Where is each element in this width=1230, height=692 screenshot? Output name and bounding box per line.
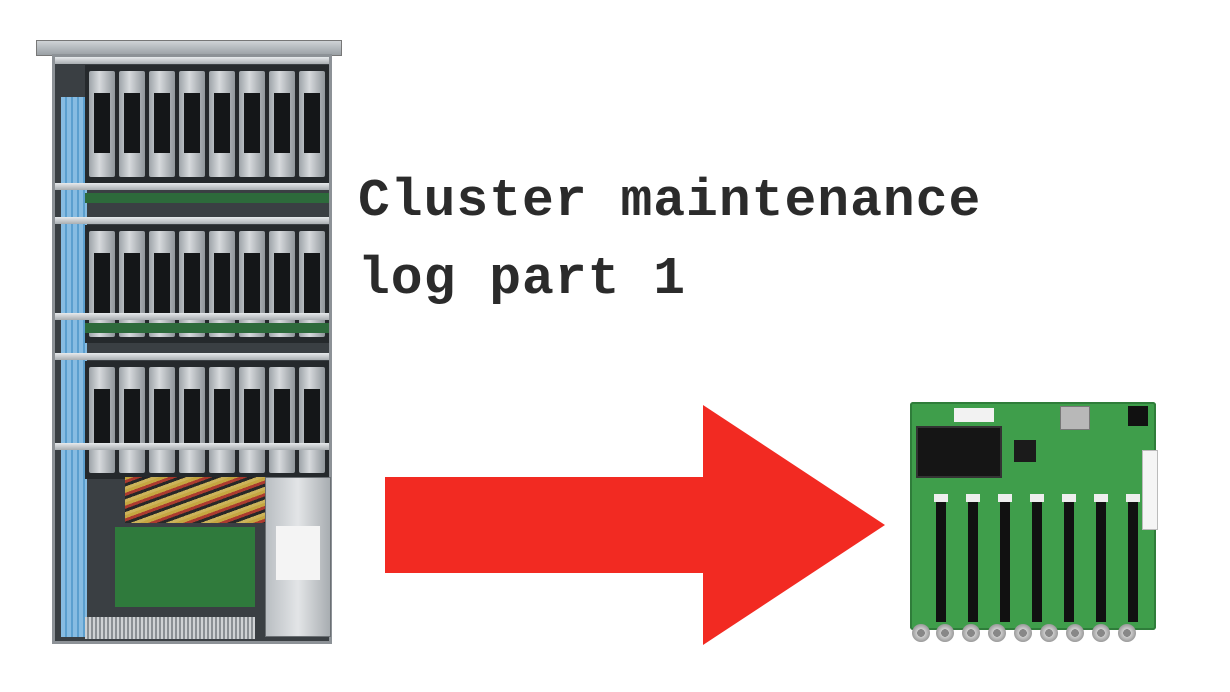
bnc-connector [1040,624,1058,642]
arrow-shape [385,405,885,645]
node-slot [1126,494,1140,622]
bnc-connector [912,624,930,642]
bnc-connector [1092,624,1110,642]
server-chassis-image [36,40,342,644]
node-slot [934,494,948,622]
node-tray-3 [85,361,329,479]
chassis-rail [55,183,329,190]
backplane-strip [85,323,329,333]
chassis-rail [55,353,329,360]
bnc-connector [962,624,980,642]
node-slot [1062,494,1076,622]
ethernet-port [1060,406,1090,430]
node-tray-1 [85,65,329,183]
chassis-rail [55,57,329,64]
bnc-connector [936,624,954,642]
page-title: Cluster maintenance log part 1 [358,162,1198,318]
atx-power-connector [1142,450,1158,530]
dc-power-jack [1128,406,1148,426]
node-slot [1094,494,1108,622]
microcontroller-chip [1014,440,1036,462]
node-slot [1030,494,1044,622]
power-distribution-board [115,527,255,607]
chassis-rail [55,217,329,224]
controller-board-image [910,402,1158,642]
chassis-rail [55,313,329,320]
power-supply-unit [265,477,331,637]
title-line-2: log part 1 [358,249,687,309]
right-arrow-icon [385,405,885,645]
board-sticker [954,408,994,422]
network-cables [61,97,87,637]
psu-label [276,526,320,580]
power-wires [125,477,275,523]
title-line-1: Cluster maintenance [358,171,982,231]
bnc-connector [988,624,1006,642]
backplane-strip [85,193,329,203]
chassis-body [52,54,332,644]
chassis-rail [55,443,329,450]
node-slot [998,494,1012,622]
battery-holder [916,426,1002,478]
vent-grille [85,617,255,639]
bnc-connector [1066,624,1084,642]
bnc-connector [1014,624,1032,642]
node-slot [966,494,980,622]
pcb [910,402,1158,630]
bnc-connector [1118,624,1136,642]
